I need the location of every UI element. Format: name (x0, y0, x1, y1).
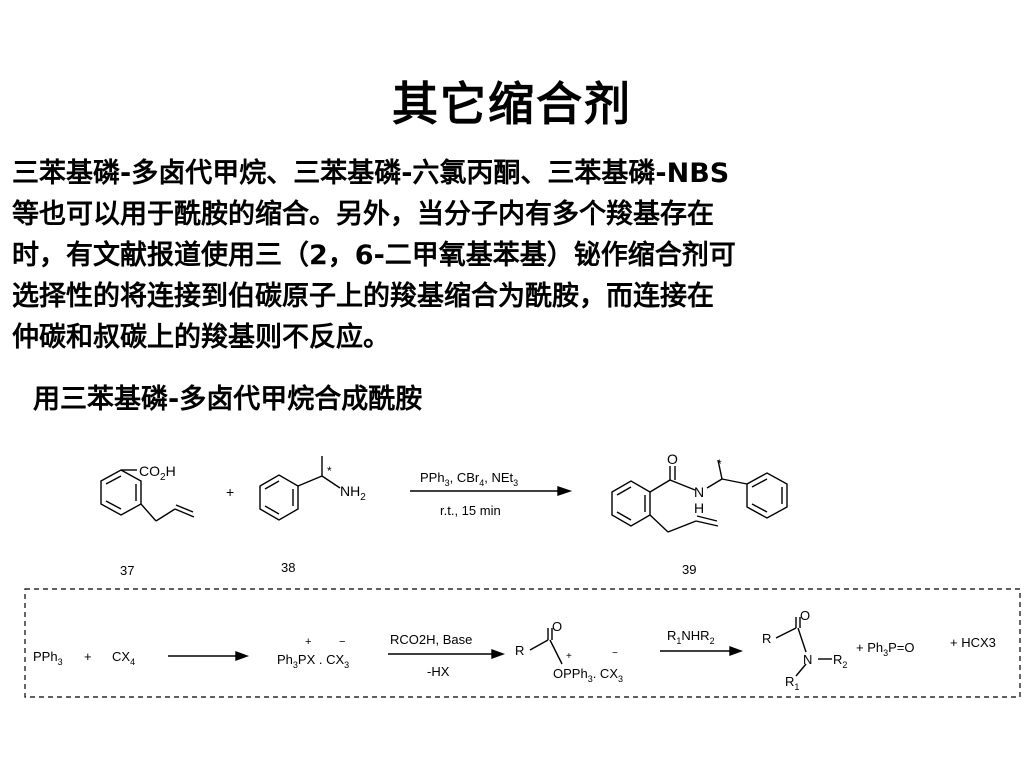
phosphine-oxide-label: + Ph3P=O (856, 640, 915, 658)
carbonyl-o: O (800, 608, 810, 623)
phosphonium-salt-label: Ph3PX . CX3 (277, 652, 349, 670)
cx4-label: CX4 (112, 649, 135, 667)
oph3-label: OPPh3. CX3 (553, 666, 623, 684)
charge-minus: − (612, 648, 618, 659)
amide-product-structure (775, 617, 832, 677)
body-paragraph: 三苯基磷-多卤代甲烷、三苯基磷-六氯丙酮、三苯基磷-NBS 等也可以用于酰胺的缩… (12, 153, 1012, 358)
r-group: R (515, 643, 524, 658)
stereocenter-star: * (717, 457, 722, 471)
pph3-label: PPh3 (33, 649, 63, 667)
reagents-label: PPh3, CBr4, NEt3 (420, 470, 518, 488)
amide-n: N (694, 484, 704, 500)
nh2-label: NH2 (340, 483, 366, 503)
compound-37-structure (100, 469, 195, 522)
charge-minus: − (339, 636, 345, 648)
plus-sign: + (84, 649, 92, 664)
reagent-top-label: RCO2H, Base (390, 632, 472, 647)
compound-39-structure (611, 459, 788, 533)
r-group: R (762, 631, 771, 646)
paragraph-line: 选择性的将连接到伯碳原子上的羧基缩合为酰胺，而连接在 (12, 281, 714, 312)
compound-38-structure (259, 456, 341, 521)
plus-sign: + (226, 484, 234, 500)
stereocenter-star: * (327, 464, 332, 478)
acyloxyphosphonium-structure (529, 628, 563, 665)
carbonyl-o: O (552, 619, 562, 634)
charge-plus: + (305, 636, 311, 648)
arrow-head (729, 646, 744, 656)
mechanism-box (24, 588, 1021, 698)
arrow-head (557, 486, 573, 496)
paragraph-line: 时，有文献报道使用三（2，6-二甲氧基苯基）铋作缩合剂可 (12, 240, 736, 271)
paragraph-line: 三苯基磷-多卤代甲烷、三苯基磷-六氯丙酮、三苯基磷-NBS (12, 158, 730, 189)
reagent-bottom-label: -HX (427, 664, 450, 679)
paragraph-line: 等也可以用于酰胺的缩合。另外，当分子内有多个羧基存在 (12, 199, 714, 230)
r2-label: R2 (833, 652, 847, 670)
compound-number: 37 (120, 563, 134, 578)
arrow-head (491, 649, 506, 659)
charge-plus: + (566, 651, 572, 662)
section-subheading: 用三苯基磷-多卤代甲烷合成酰胺 (33, 384, 423, 415)
co2h-label: CO2H (139, 463, 176, 483)
r1-label: R1 (785, 674, 799, 692)
arrow-head (235, 651, 250, 661)
compound-number: 38 (281, 560, 295, 575)
amide-h: H (694, 500, 704, 516)
carbonyl-o: O (667, 451, 678, 467)
compound-number: 39 (682, 562, 696, 577)
amide-n: N (803, 652, 812, 667)
conditions-label: r.t., 15 min (440, 503, 501, 518)
paragraph-line: 仲碳和叔碳上的羧基则不反应。 (12, 322, 390, 353)
amine-label: R1NHR2 (667, 628, 715, 646)
slide-title: 其它缩合剂 (392, 77, 632, 131)
haloform-label: + HCX3 (950, 635, 996, 650)
